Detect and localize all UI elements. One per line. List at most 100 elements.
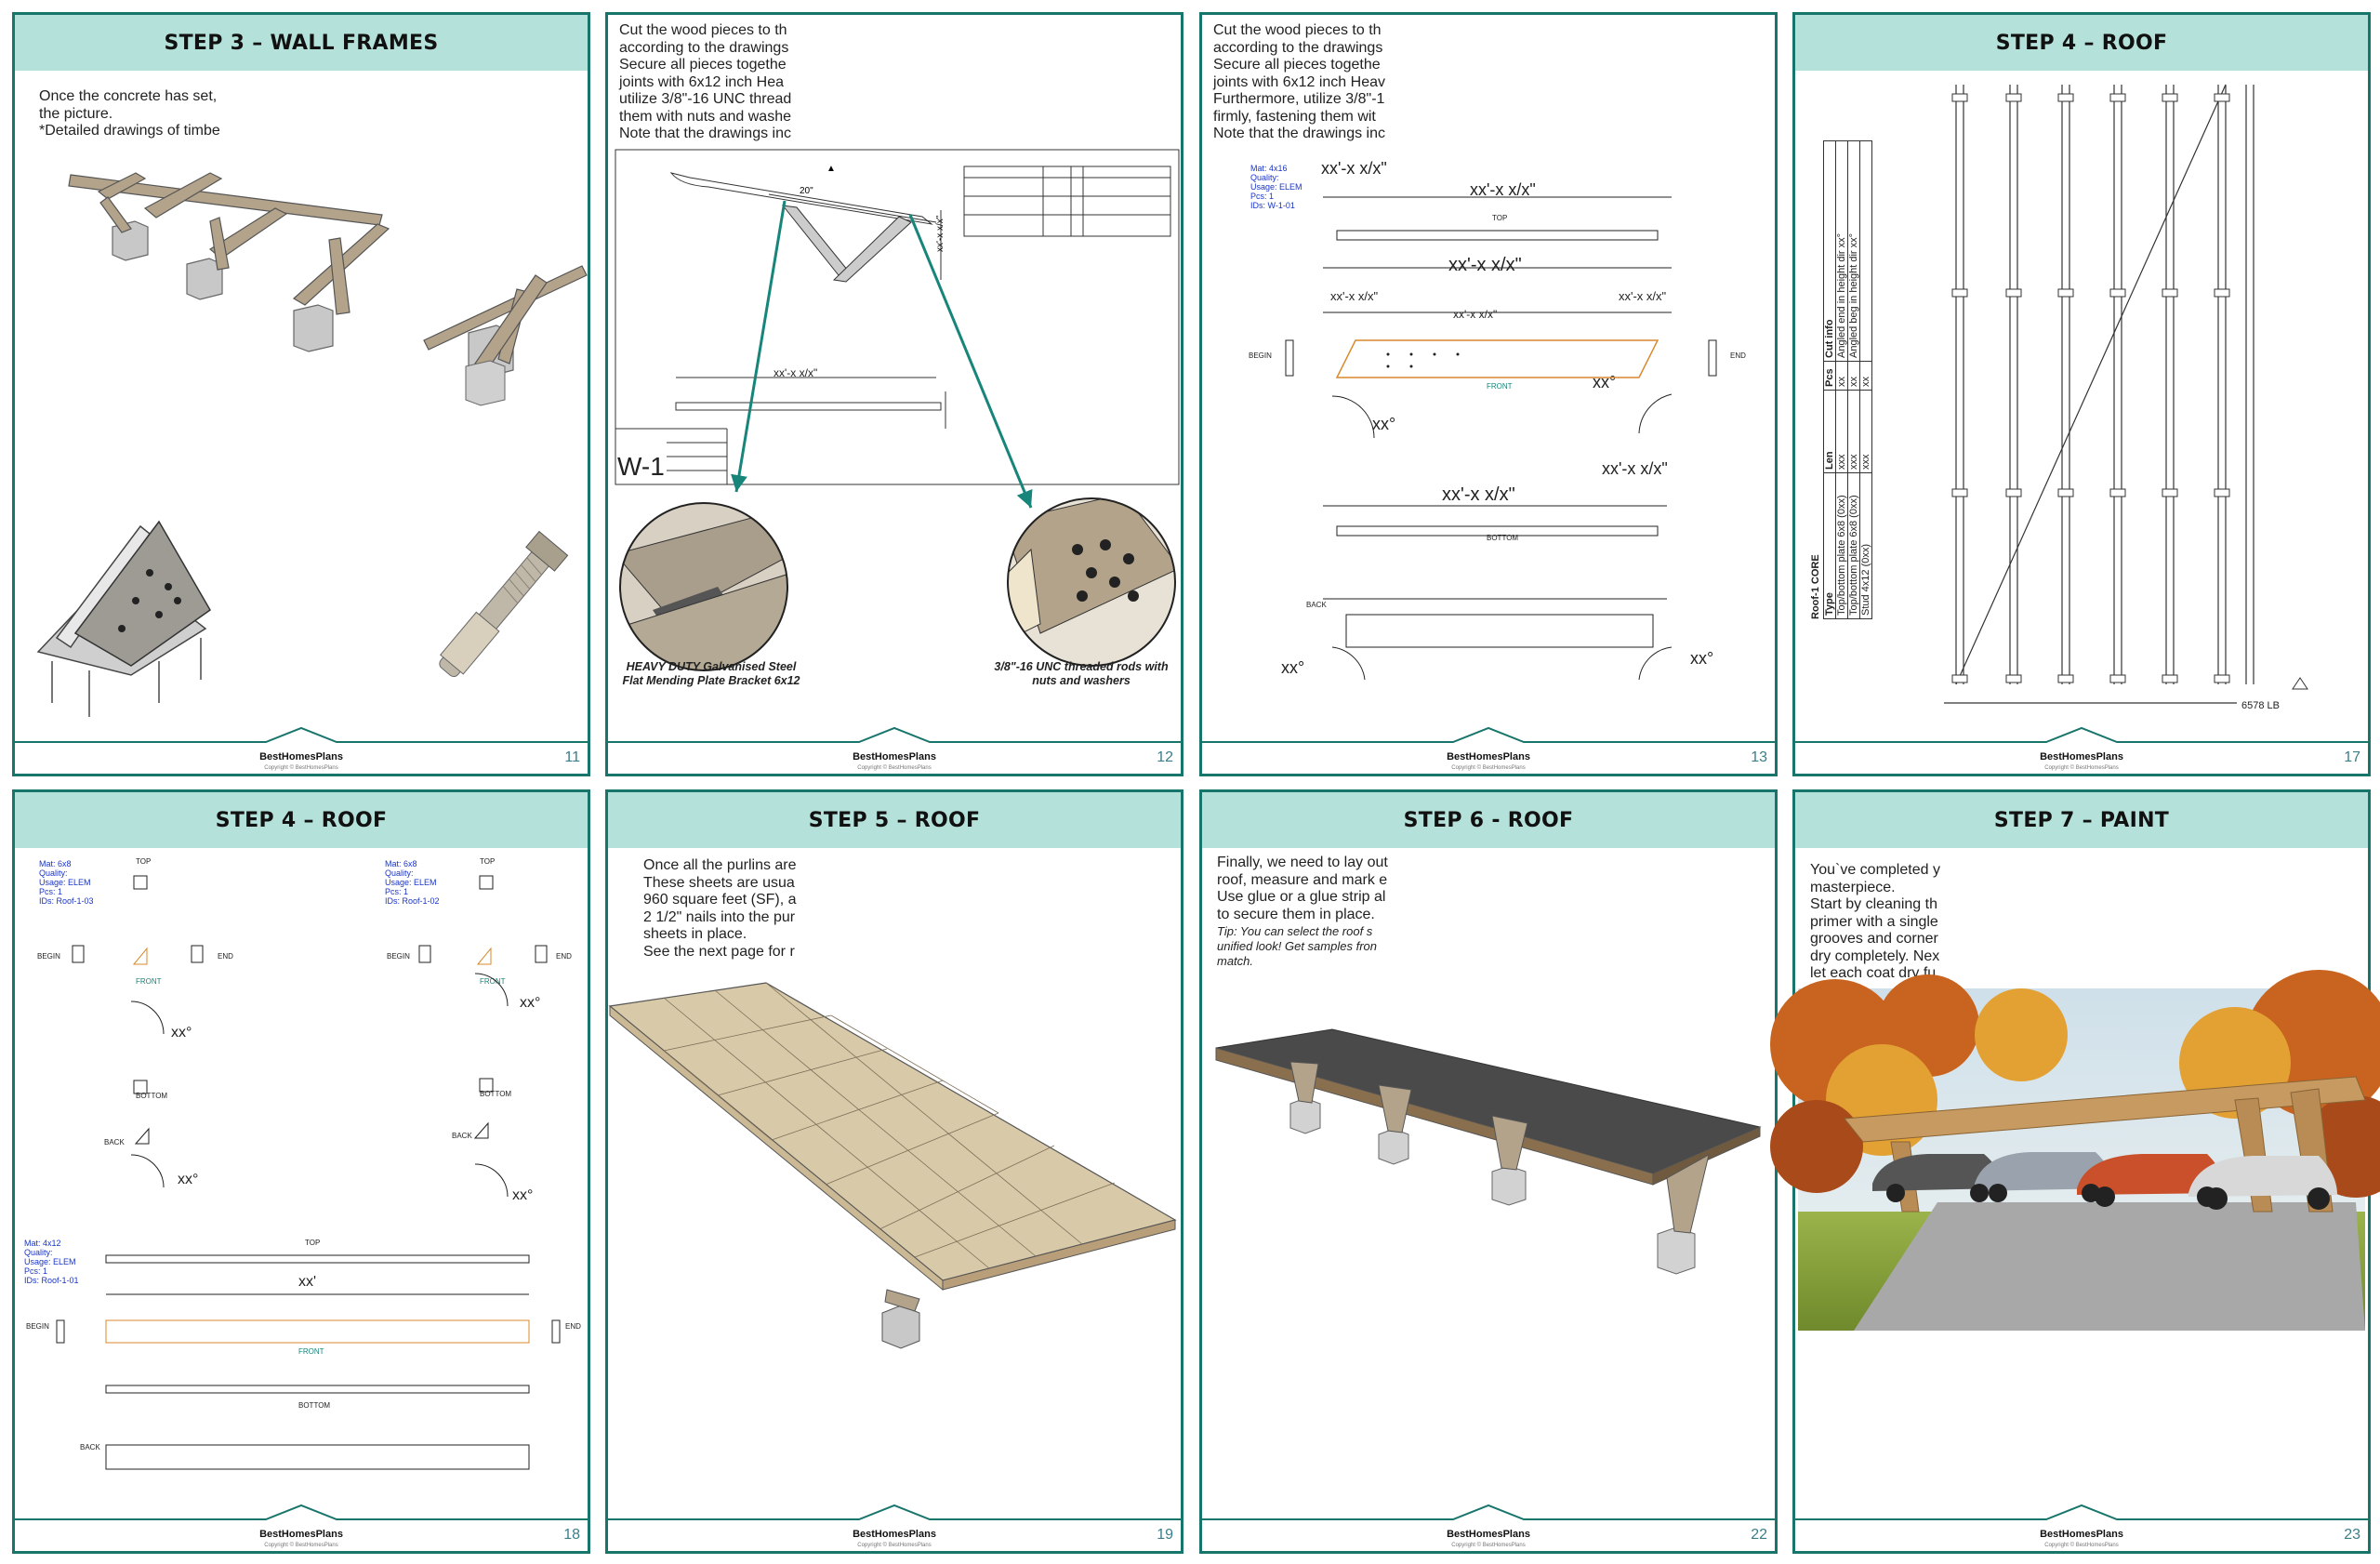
page-footer: BestHomesPlans Copyright © BestHomesPlan… — [1202, 1501, 1775, 1551]
view-label-end: END — [565, 1322, 581, 1331]
view-label-back: BACK — [1306, 601, 1327, 609]
page-text: Finally, we need to lay out roof, measur… — [1217, 855, 1388, 922]
part-spec: Mat: 6x8 Quality: Usage: ELEM Pcs: 1 IDs… — [39, 859, 94, 906]
copyright: Copyright © BestHomesPlans — [1451, 765, 1526, 771]
view-label-top: TOP — [480, 857, 496, 866]
table-row: Top/bottom plate 6x8 (0xx) xxx xx Angled… — [1835, 140, 1848, 619]
page-number: 23 — [2344, 1527, 2360, 1543]
roof-sheathing-illustration — [608, 982, 1177, 1349]
page-23[interactable]: STEP 7 – PAINT You`ve completed y master… — [1770, 789, 2380, 1554]
page-number: 13 — [1751, 749, 1767, 765]
dimension-label: xx'-x x/x" — [1330, 289, 1379, 303]
cad-detail-drawing — [1285, 196, 1717, 681]
angle-label: xx° — [1690, 649, 1714, 668]
view-label-top: TOP — [136, 857, 152, 866]
sheet-label: W-1 — [617, 452, 665, 481]
page-number: 22 — [1751, 1527, 1767, 1543]
cut-table-title: Roof-1 CORE — [1810, 554, 1821, 619]
view-label-back: BACK — [104, 1138, 125, 1146]
page-18[interactable]: STEP 4 – ROOF Mat: 6x8 Quality: Usage: E… — [12, 789, 590, 1554]
page-title: STEP 7 – PAINT — [1795, 792, 2368, 848]
th-cut: Cut info — [1823, 140, 1836, 362]
dimension-label: xx'-x x/x" — [1470, 180, 1536, 199]
page-number: 18 — [563, 1527, 580, 1543]
table-cell: Stud 4x12 (0xx) — [1859, 472, 1872, 619]
page-number: 11 — [564, 749, 580, 765]
rods-closeup — [1007, 497, 1176, 667]
page-title: STEP 3 – WALL FRAMES — [15, 15, 588, 71]
page-title: STEP 6 - ROOF — [1202, 792, 1775, 848]
page-number: 19 — [1157, 1527, 1173, 1543]
brand-name: BestHomesPlans — [2040, 1529, 2123, 1540]
weight-label: 6578 LB — [2241, 700, 2280, 711]
angle-label: xx° — [520, 995, 541, 1011]
view-label-top: TOP — [305, 1239, 321, 1247]
page-title: STEP 5 – ROOF — [608, 792, 1181, 848]
table-cell: xx — [1847, 361, 1860, 391]
page-footer: BestHomesPlans Copyright © BestHomesPlan… — [15, 723, 588, 774]
view-label-front: FRONT — [298, 1347, 324, 1356]
dimension-label: xx'-x x/x" — [1442, 484, 1515, 505]
angle-label: xx° — [178, 1172, 199, 1187]
svg-text:20": 20" — [800, 186, 813, 196]
table-cell: Angled beg in height dir xx° — [1847, 140, 1860, 362]
caption-rods: 3/8"-16 UNC threaded rods with nuts and … — [994, 660, 1169, 687]
page-text: You`ve completed y masterpiece. Start by… — [1810, 862, 1940, 981]
copyright: Copyright © BestHomesPlans — [2044, 1543, 2119, 1548]
dimension-label: xx'-x x/x" — [774, 366, 818, 379]
table-row: Top/bottom plate 6x8 (0xx) xxx xx Angled… — [1847, 140, 1860, 619]
page-text: Once all the purlins are These sheets ar… — [643, 857, 797, 960]
view-label-front: FRONT — [136, 977, 162, 986]
roof-shingles-illustration — [1215, 1028, 1762, 1275]
copyright: Copyright © BestHomesPlans — [264, 1543, 338, 1548]
copyright: Copyright © BestHomesPlans — [857, 1543, 932, 1548]
view-label-bottom: BOTTOM — [298, 1401, 331, 1410]
page-19[interactable]: STEP 5 – ROOF Once all the purlins are T… — [605, 789, 1183, 1554]
page-title: STEP 4 – ROOF — [1795, 15, 2368, 71]
page-footer: BestHomesPlans Copyright © BestHomesPlan… — [1795, 1501, 2368, 1551]
table-cell: xx — [1859, 361, 1872, 391]
page-text: Cut the wood pieces to th according to t… — [1213, 22, 1385, 141]
view-label-front: FRONT — [1487, 382, 1513, 391]
part-spec: Mat: 6x8 Quality: Usage: ELEM Pcs: 1 IDs… — [385, 859, 440, 906]
view-label-begin: BEGIN — [26, 1322, 49, 1331]
page-footer: BestHomesPlans Copyright © BestHomesPlan… — [1795, 723, 2368, 774]
steel-bracket-illustration — [36, 520, 211, 717]
page-footer: BestHomesPlans Copyright © BestHomesPlan… — [608, 723, 1181, 774]
angle-label: xx° — [512, 1187, 534, 1203]
view-label-end: END — [1730, 351, 1746, 360]
th-type: Type — [1823, 472, 1836, 619]
view-label-begin: BEGIN — [387, 952, 410, 961]
table-cell: xx — [1835, 361, 1848, 391]
view-label-bottom: BOTTOM — [1487, 534, 1519, 542]
copyright: Copyright © BestHomesPlans — [1451, 1543, 1526, 1548]
carport-photo — [1770, 970, 2380, 1331]
tip-text: Tip: You can select the roof s unified l… — [1217, 924, 1377, 968]
cad-drawing-w1: 20" ▲ xx'-x x/x" — [615, 149, 1180, 485]
page-17[interactable]: STEP 4 – ROOF Roof-1 CORE Type Len Pcs C… — [1792, 12, 2371, 776]
part-spec: Mat: 4x16 Quality: Usage: ELEM Pcs: 1 ID… — [1250, 164, 1302, 210]
page-footer: BestHomesPlans Copyright © BestHomesPlan… — [15, 1501, 588, 1551]
bracket-closeup — [619, 502, 788, 671]
view-label-bottom: BOTTOM — [136, 1092, 168, 1100]
cut-table-grid: Type Len Pcs Cut info Top/bottom plate 6… — [1823, 140, 1872, 619]
dimension-label: xx'-x x/x" — [1619, 289, 1667, 303]
brand-name: BestHomesPlans — [1447, 751, 1530, 762]
angle-label: xx° — [1281, 658, 1305, 677]
view-label-begin: BEGIN — [1249, 351, 1272, 360]
anchor-bolt-illustration — [439, 530, 569, 678]
page-footer: BestHomesPlans Copyright © BestHomesPlan… — [1202, 723, 1775, 774]
page-22[interactable]: STEP 6 - ROOF Finally, we need to lay ou… — [1199, 789, 1778, 1554]
view-label-begin: BEGIN — [37, 952, 60, 961]
page-11[interactable]: STEP 3 – WALL FRAMES Once the concrete h… — [12, 12, 590, 776]
page-footer: BestHomesPlans Copyright © BestHomesPlan… — [608, 1501, 1181, 1551]
dimension-label: xx'-x x/x" — [1453, 308, 1498, 321]
page-13[interactable]: Cut the wood pieces to th according to t… — [1199, 12, 1778, 776]
brand-name: BestHomesPlans — [853, 1529, 936, 1540]
page-number: 12 — [1157, 749, 1173, 765]
svg-text:xx'-x x/x": xx'-x x/x" — [935, 215, 945, 252]
table-cell — [1859, 140, 1872, 362]
page-12[interactable]: Cut the wood pieces to th according to t… — [605, 12, 1183, 776]
svg-text:▲: ▲ — [826, 164, 836, 174]
wall-frame-3d-illustration — [68, 172, 588, 406]
